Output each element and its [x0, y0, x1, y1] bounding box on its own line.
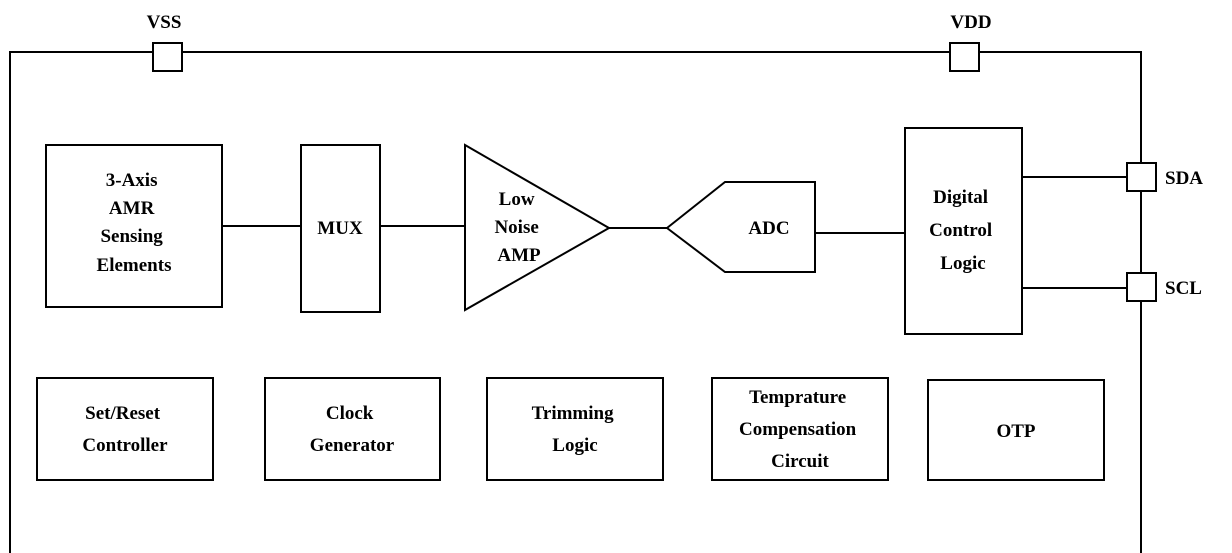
temperature-compensation-block	[711, 377, 889, 481]
adc-label: ADC	[748, 218, 789, 239]
trimming-logic-label: Trimming Logic	[532, 403, 619, 456]
chip-boundary	[9, 51, 1142, 553]
clock-generator-label: Clock Generator	[310, 403, 395, 456]
trimming-logic-block	[486, 377, 664, 481]
low-noise-amp-label: Low Noise AMP	[494, 189, 543, 266]
clock-generator-block	[264, 377, 441, 481]
otp-label: OTP	[996, 421, 1035, 442]
vss-pin	[152, 42, 183, 72]
mux-label: MUX	[317, 218, 363, 239]
set-reset-controller-block	[36, 377, 214, 481]
scl-label: SCL	[1165, 278, 1202, 299]
set-reset-controller-label: Set/Reset Controller	[82, 403, 168, 456]
vdd-pin	[949, 42, 980, 72]
temperature-compensation-label: Temprature Compensation Circuit	[739, 387, 861, 472]
sda-label: SDA	[1165, 168, 1203, 189]
low-noise-amp-block	[464, 143, 612, 312]
otp-block	[927, 379, 1105, 481]
digital-control-logic-label: Digital Control Logic	[929, 187, 997, 274]
mux-block	[300, 144, 381, 313]
scl-pin	[1126, 272, 1157, 302]
digital-control-logic-block	[904, 127, 1023, 335]
sensing-elements-label: 3-Axis AMR Sensing Elements	[97, 170, 172, 276]
vss-label: VSS	[147, 12, 182, 33]
vdd-label: VDD	[950, 12, 991, 33]
adc-block	[665, 181, 816, 273]
sda-pin	[1126, 162, 1157, 192]
sensing-elements-block	[45, 144, 223, 308]
